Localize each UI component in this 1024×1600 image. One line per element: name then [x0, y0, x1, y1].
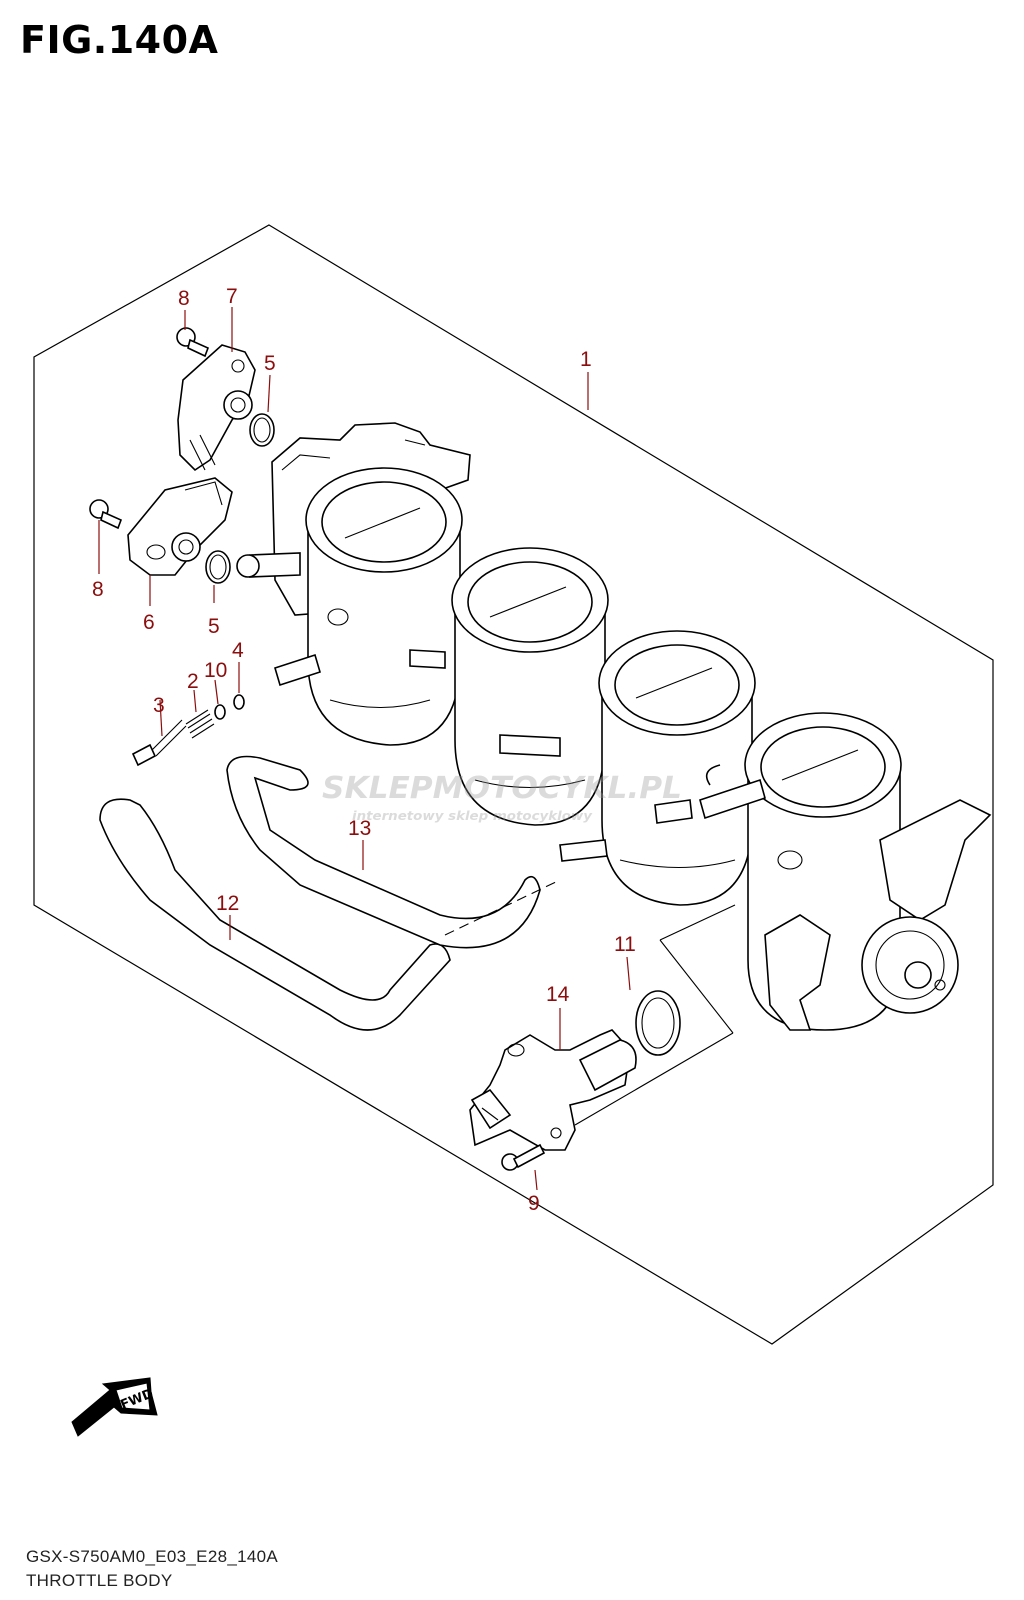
callout-9: 9 [528, 1192, 540, 1215]
figure-name: THROTTLE BODY [26, 1571, 173, 1590]
screw-3 [131, 719, 187, 767]
screw-9 [501, 1143, 546, 1171]
throttle-body-assembly [236, 422, 992, 1031]
callout-14: 14 [546, 983, 570, 1006]
callout-6: 6 [143, 611, 155, 634]
callout-7: 7 [226, 285, 238, 308]
watermark-tagline: internetowy sklep motocyklowy [352, 809, 593, 823]
hose-12 [99, 798, 451, 1031]
leader-lines [98, 307, 631, 1191]
o-ring-11 [635, 990, 681, 1056]
throttle-body-3 [598, 630, 756, 906]
callout-12: 12 [216, 892, 239, 915]
sensor-6 [127, 477, 233, 576]
callout-4: 4 [232, 639, 244, 662]
figure-code: GSX-S750AM0_E03_E28_140A [26, 1547, 278, 1566]
actuator-14 [469, 1029, 637, 1151]
callout-8-top: 8 [178, 287, 190, 310]
assembly-outline [33, 224, 994, 1345]
watermark-brand: SKLEPMOTOCYKL.PL [322, 771, 682, 806]
callout-labels: 1 2 3 4 5 5 6 7 8 8 9 10 11 12 13 14 [92, 285, 636, 1215]
callout-13: 13 [348, 817, 371, 840]
throttle-body-1 [305, 467, 463, 746]
watermark: SKLEPMOTOCYKL.PL internetowy sklep motoc… [322, 771, 682, 823]
callout-11: 11 [614, 933, 636, 956]
washer-10 [214, 704, 226, 720]
figure-title: FIG.140A [20, 18, 219, 62]
callout-10: 10 [204, 659, 227, 682]
throttle-pulley [764, 799, 992, 1031]
callout-3: 3 [153, 694, 165, 717]
sensor-7 [177, 344, 256, 472]
callout-5-bottom: 5 [208, 615, 220, 638]
callout-8-bottom: 8 [92, 578, 104, 601]
fwd-arrow-icon: FWD [71, 1377, 158, 1437]
screw-8-top [176, 327, 210, 358]
screw-8-bottom [89, 499, 123, 530]
hose-13 [226, 755, 541, 949]
callout-1: 1 [580, 348, 592, 371]
spring-2 [185, 709, 215, 739]
hose-dash-line [444, 879, 561, 936]
o-ring-4 [233, 694, 245, 710]
callout-5-top: 5 [264, 352, 276, 375]
callout-2: 2 [187, 670, 199, 693]
